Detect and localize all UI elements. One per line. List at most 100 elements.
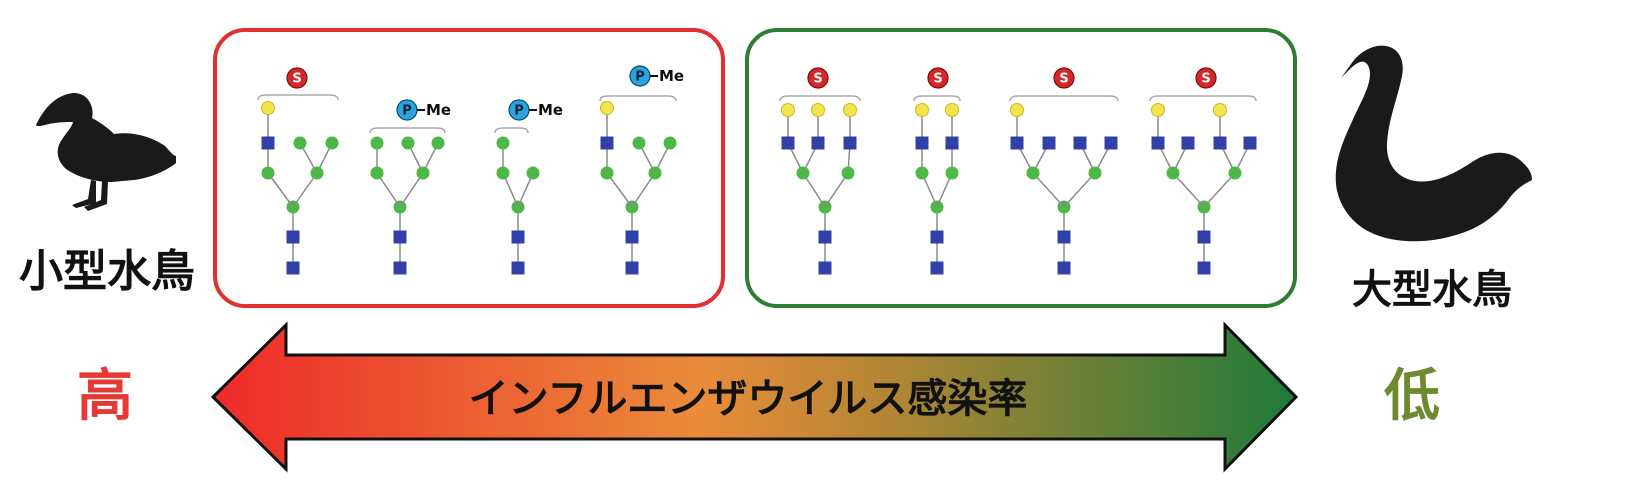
sialic-acid-letter: S: [813, 72, 822, 87]
glcnac-square: [1243, 136, 1257, 150]
methyl-label: Me: [659, 67, 684, 85]
mannose-circle: [1166, 166, 1180, 180]
mannose-circle: [293, 136, 307, 150]
glycosidic-bond: [292, 172, 318, 208]
galactose-circle: [1010, 103, 1024, 117]
glycan-g7: S: [1009, 67, 1119, 275]
antenna-bracket: [1149, 95, 1257, 102]
glcnac-square: [1181, 136, 1195, 150]
glycan-g6: S: [913, 67, 961, 275]
galactose-circle: [843, 103, 857, 117]
left-bird-label: 小型水鳥: [19, 246, 195, 297]
glycosidic-bond: [399, 172, 424, 208]
glcnac-square: [625, 230, 639, 244]
galactose-circle: [945, 103, 959, 117]
sialic-acid-icon: [286, 67, 308, 89]
mannose-circle: [841, 166, 855, 180]
mannose-circle: [600, 166, 614, 180]
glcnac-square: [1042, 136, 1056, 150]
small-waterbird-icon: [36, 92, 176, 211]
mannose-circle: [261, 166, 275, 180]
glycosidic-bond: [802, 172, 826, 208]
phosphate-letter: P: [635, 70, 645, 85]
antenna-bracket: [369, 127, 446, 134]
sialic-acid-letter: S: [933, 72, 942, 87]
glcnac-square: [945, 136, 959, 150]
glcnac-square: [1197, 230, 1211, 244]
glycosidic-bond: [824, 172, 849, 208]
galactose-circle: [600, 101, 614, 115]
mannose-circle: [1088, 166, 1102, 180]
glycosidic-bond: [606, 172, 633, 208]
mannose-circle: [370, 136, 384, 150]
mannose-circle: [416, 166, 430, 180]
antenna-bracket: [1009, 95, 1119, 102]
glycan-g4: P Me: [599, 65, 684, 275]
glycosidic-bond: [631, 172, 656, 208]
mannose-circle: [370, 166, 384, 180]
glcnac-square: [600, 136, 614, 150]
glcnac-square: [818, 230, 832, 244]
glcnac-square: [930, 261, 944, 275]
infection-rate-label: インフルエンザウイルス感染率: [469, 376, 1028, 422]
mannose-circle: [1026, 166, 1040, 180]
glcnac-square: [818, 261, 832, 275]
glcnac-square: [1104, 136, 1118, 150]
antenna-bracket: [913, 95, 961, 102]
sialic-acid-icon: [927, 67, 949, 89]
sialic-acid-icon: [807, 67, 829, 89]
mannose-circle: [1228, 166, 1242, 180]
antenna-bracket: [599, 95, 677, 102]
galactose-circle: [1213, 103, 1227, 117]
mannose-circle: [496, 166, 510, 180]
right-bird-label: 大型水鳥: [1352, 267, 1512, 313]
glcnac-square: [393, 261, 407, 275]
glycan-g5: S: [779, 67, 861, 275]
high-infection-glycan-box: [213, 28, 725, 308]
glcnac-square: [1010, 136, 1024, 150]
galactose-circle: [261, 101, 275, 115]
mannose-circle: [496, 136, 510, 150]
galactose-circle: [915, 103, 929, 117]
glycosidic-bond: [1032, 172, 1065, 208]
glcnac-square: [1197, 261, 1211, 275]
glycosidic-bond: [1203, 172, 1236, 208]
sialic-acid-letter: S: [1059, 72, 1068, 87]
mannose-circle: [663, 136, 677, 150]
glycan-g8: S: [1149, 67, 1257, 275]
antenna-bracket: [779, 95, 861, 102]
glcnac-square: [781, 136, 795, 150]
sialic-acid-letter: S: [292, 72, 301, 87]
glcnac-square: [843, 136, 857, 150]
mannose-circle: [796, 166, 810, 180]
glcnac-square: [915, 136, 929, 150]
mannose-circle: [310, 166, 324, 180]
mannose-circle: [431, 136, 445, 150]
mannose-circle: [632, 136, 646, 150]
glycosidic-bond: [376, 172, 401, 208]
galactose-circle: [781, 103, 795, 117]
antenna-bracket: [494, 127, 529, 134]
low-rate-label: 低: [1384, 364, 1440, 429]
infection-rate-arrow: [210, 321, 1299, 473]
galactose-circle: [811, 103, 825, 117]
glcnac-square: [1151, 136, 1165, 150]
mannose-circle: [401, 136, 415, 150]
glcnac-square: [811, 136, 825, 150]
phosphate-letter: P: [402, 104, 412, 119]
mannose-circle: [648, 166, 662, 180]
galactose-circle: [1151, 103, 1165, 117]
high-rate-label: 高: [77, 364, 133, 429]
glycosidic-bond: [1172, 172, 1205, 208]
glcnac-square: [286, 230, 300, 244]
sialic-acid-icon: [1053, 67, 1075, 89]
glcnac-square: [1073, 136, 1087, 150]
low-infection-glycan-box: [745, 28, 1297, 308]
mannose-circle: [945, 166, 959, 180]
glcnac-square: [286, 261, 300, 275]
glycan-g1: S: [257, 67, 339, 275]
